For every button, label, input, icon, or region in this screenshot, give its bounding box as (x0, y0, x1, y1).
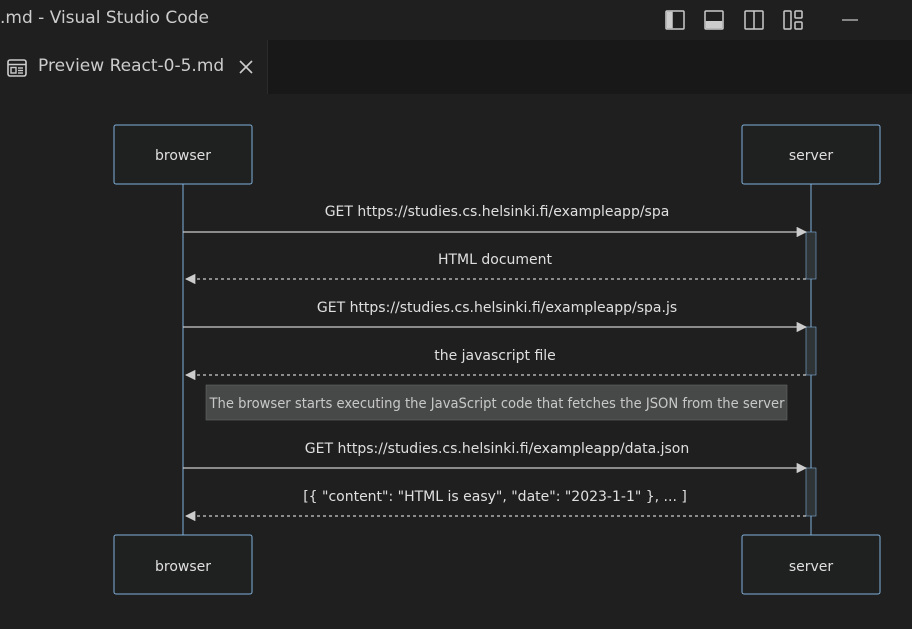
sequence-diagram: browser server browser server GET https:… (113, 124, 881, 595)
participant-label: server (789, 148, 834, 164)
message-label: GET https://studies.cs.helsinki.fi/examp… (305, 441, 689, 457)
server-activation (805, 467, 817, 517)
participant-label: browser (155, 148, 211, 164)
participant-browser-top: browser (113, 124, 253, 185)
message-label: [{ "content": "HTML is easy", "date": "2… (303, 489, 687, 505)
tab-label: Preview React-0-5.md (38, 56, 225, 76)
participant-label: browser (155, 559, 211, 575)
toggle-panel-icon[interactable] (702, 8, 726, 32)
tab-preview[interactable]: Preview React-0-5.md (0, 40, 268, 94)
message-label: GET https://studies.cs.helsinki.fi/examp… (325, 204, 670, 220)
participant-browser-bottom: browser (113, 534, 253, 595)
markdown-preview: browser server browser server GET https:… (0, 94, 912, 625)
window-title: .md - Visual Studio Code (0, 8, 209, 28)
server-activation (805, 326, 817, 376)
minimize-icon[interactable] (838, 8, 862, 32)
server-activation (805, 231, 817, 280)
participant-server-bottom: server (741, 534, 881, 595)
message-label: HTML document (438, 252, 553, 268)
tab-bar: Preview React-0-5.md (0, 40, 912, 94)
message-label: GET https://studies.cs.helsinki.fi/examp… (317, 300, 677, 316)
title-bar: .md - Visual Studio Code (0, 0, 912, 40)
participant-label: server (789, 559, 834, 575)
toggle-secondary-sidebar-icon[interactable] (742, 8, 766, 32)
preview-icon (6, 57, 28, 79)
note-text: The browser starts executing the JavaScr… (209, 396, 785, 412)
customize-layout-icon[interactable] (781, 8, 805, 32)
message-label: the javascript file (434, 348, 556, 364)
participant-server-top: server (741, 124, 881, 185)
note: The browser starts executing the JavaScr… (205, 384, 788, 421)
toggle-primary-sidebar-icon[interactable] (663, 8, 687, 32)
close-icon[interactable] (236, 57, 256, 77)
